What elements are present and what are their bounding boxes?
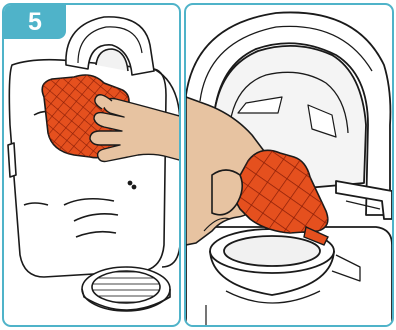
step-number-badge: 5 xyxy=(4,5,66,39)
drip-tray xyxy=(82,267,170,311)
step-5-right-panel xyxy=(184,3,394,327)
right-illustration xyxy=(186,5,394,327)
step-5-left-panel: 5 xyxy=(2,3,181,327)
left-illustration xyxy=(4,5,181,327)
